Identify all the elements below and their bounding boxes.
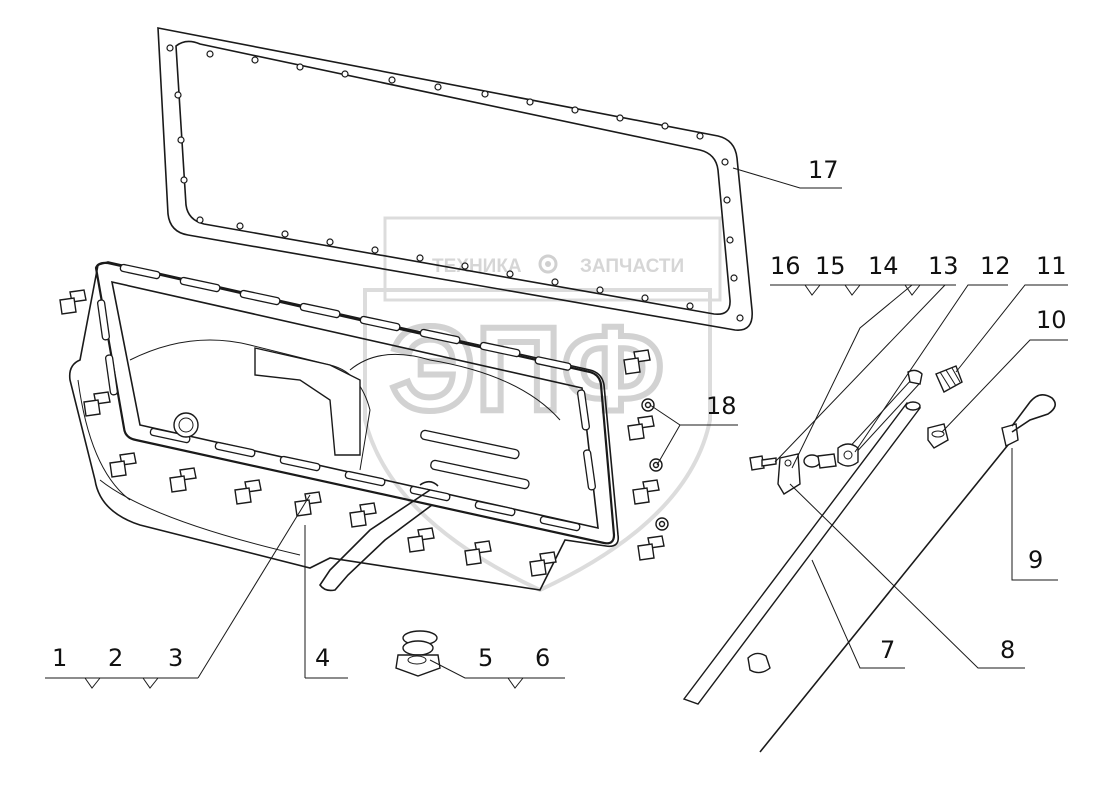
callout-2: 2 [108,644,123,672]
callout-11: 11 [1036,252,1067,280]
oil-pan-part-4 [59,261,669,592]
dipstick-part-9 [759,394,1056,753]
callout-17: 17 [808,156,839,184]
gasket-part-17 [157,27,753,331]
callout-5: 5 [478,644,493,672]
callout-14: 14 [868,252,899,280]
callout-3: 3 [168,644,183,672]
callout-10: 10 [1036,306,1067,334]
callout-4: 4 [315,644,330,672]
watermark-text-tekhnika: ТЕХНИКА [432,256,522,277]
drain-plug-part-5-6 [395,630,441,677]
callout-13: 13 [928,252,959,280]
fitting-part-11 [935,365,963,393]
callout-12: 12 [980,252,1011,280]
callout-labels: 17 16 15 14 13 12 11 10 18 9 7 8 1 2 3 4… [52,156,1067,672]
leader-lines [45,167,1068,689]
callout-1: 1 [52,644,67,672]
callout-8: 8 [1000,636,1015,664]
flange-slots [96,263,597,532]
callout-15: 15 [815,252,846,280]
callout-18: 18 [706,392,737,420]
gear-icon [538,254,558,274]
callout-9: 9 [1028,546,1043,574]
callout-6: 6 [535,644,550,672]
watermark: ТЕХНИКА ЗАПЧАСТИ ЭПФ [363,216,722,593]
watermark-text-zapchasti: ЗАПЧАСТИ [580,256,684,277]
clamp-part-8 [777,453,801,495]
dipstick-tube-part-7 [682,401,922,705]
pan-bolts-part-1-2-3 [59,289,669,577]
bracket-part-13 [837,369,923,467]
watermark-logo: ЭПФ [390,302,664,436]
callout-7: 7 [880,636,895,664]
callout-16: 16 [770,252,801,280]
fasteners-part-14-15-16 [749,453,837,471]
cap-part-10 [927,423,949,449]
